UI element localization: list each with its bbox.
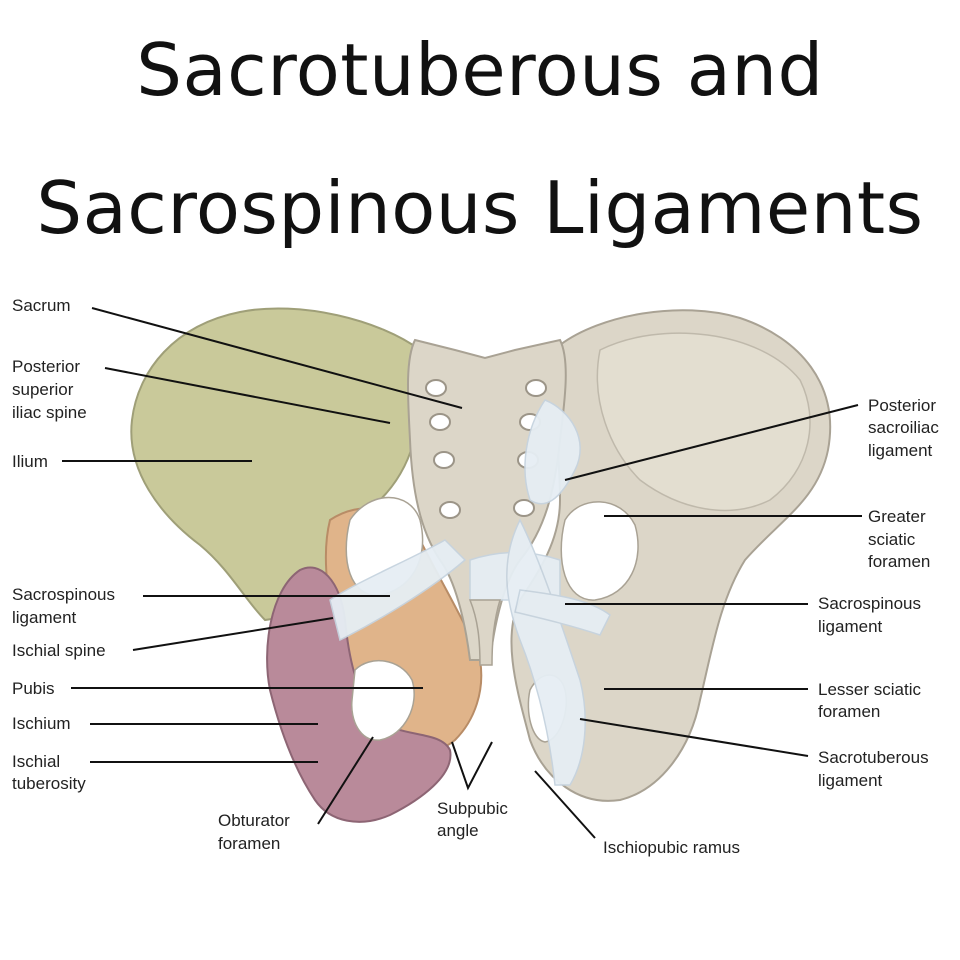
label-ilium: Ilium: [12, 452, 48, 471]
label-ischiopubic: Ischiopubic ramus: [603, 838, 740, 857]
coccyx: [468, 599, 502, 666]
label-psil-2: sacroiliac: [868, 418, 939, 437]
label-subpubic-1: Subpubic: [437, 799, 508, 818]
label-sacrospinous-left-1: Sacrospinous: [12, 585, 115, 604]
label-psil-3: ligament: [868, 441, 933, 460]
right-acetabulum: [596, 332, 811, 512]
label-lesser-sciatic-2: foramen: [818, 702, 880, 721]
label-sacrotuberous-2: ligament: [818, 771, 883, 790]
label-psil-1: Posterior: [868, 396, 936, 415]
label-sacrospinous-left-2: ligament: [12, 608, 77, 627]
label-ischium: Ischium: [12, 714, 71, 733]
label-lesser-sciatic-1: Lesser sciatic: [818, 680, 921, 699]
label-sacrospinous-right-1: Sacrospinous: [818, 594, 921, 613]
label-greater-sciatic-1: Greater: [868, 507, 926, 526]
label-psis-3: iliac spine: [12, 403, 87, 422]
label-subpubic-2: angle: [437, 821, 479, 840]
label-obturator-2: foramen: [218, 834, 280, 853]
label-sacrotuberous-1: Sacrotuberous: [818, 748, 929, 767]
label-pubis: Pubis: [12, 679, 55, 698]
label-ischial-tuberosity-2: tuberosity: [12, 774, 86, 793]
label-sacrospinous-right-2: ligament: [818, 617, 883, 636]
sacral-foramina: [425, 379, 547, 519]
label-obturator-1: Obturator: [218, 811, 290, 830]
title-line-2: Sacrospinous Ligaments: [36, 166, 924, 250]
title-line-1: Sacrotuberous and: [136, 28, 824, 112]
label-psis-2: superior: [12, 380, 74, 399]
label-greater-sciatic-3: foramen: [868, 552, 930, 571]
label-ischial-tuberosity-1: Ischial: [12, 752, 60, 771]
label-psis-1: Posterior: [12, 357, 80, 376]
right-greater-sciatic-foramen-opening: [560, 501, 639, 601]
leader-lines: [62, 307, 862, 839]
label-ischial-spine: Ischial spine: [12, 641, 106, 660]
label-sacrum: Sacrum: [12, 296, 71, 315]
obturator-opening: [351, 660, 415, 741]
label-greater-sciatic-2: sciatic: [868, 530, 916, 549]
ligaments: [329, 399, 611, 786]
